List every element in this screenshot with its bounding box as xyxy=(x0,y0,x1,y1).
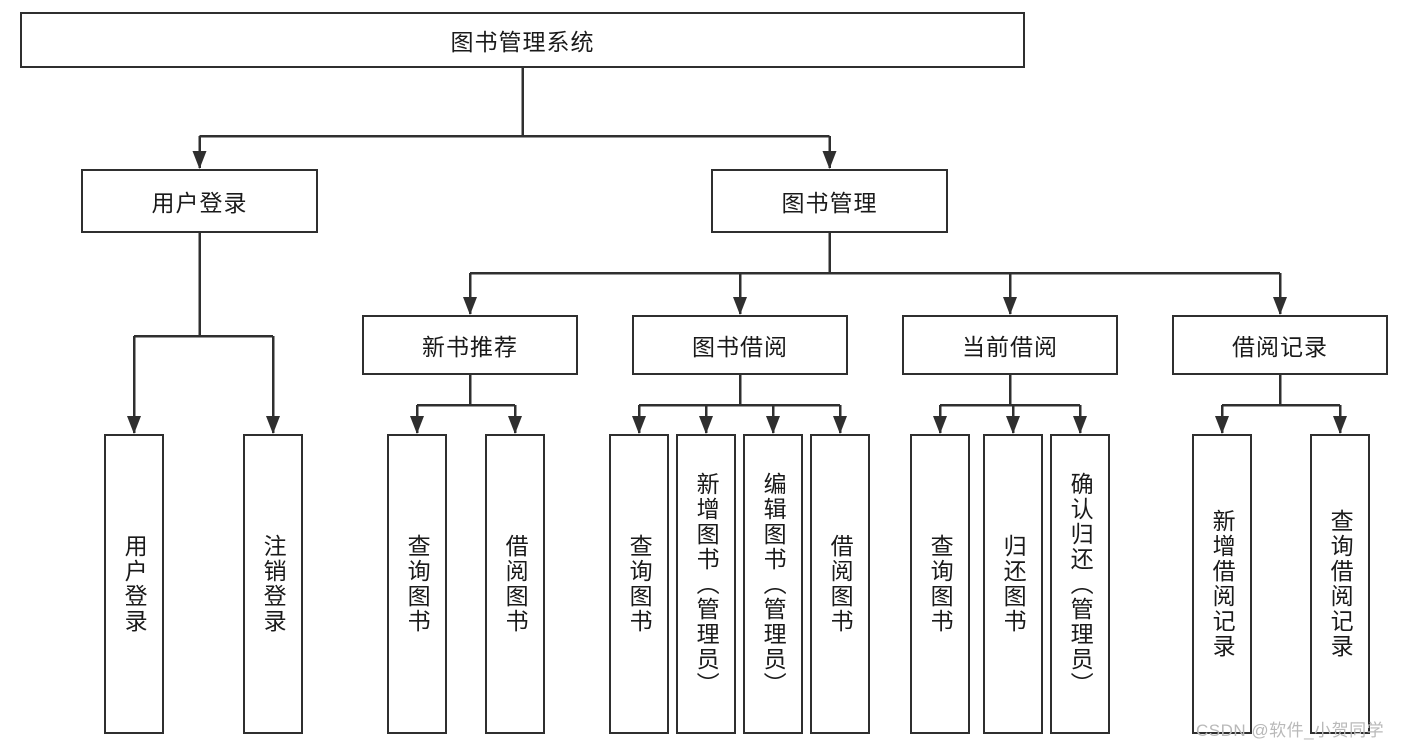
arrow-head xyxy=(266,416,280,434)
node-label: 用户登录 xyxy=(121,534,148,634)
node-label: 当前借阅 xyxy=(962,334,1058,360)
arrow-head xyxy=(699,416,713,434)
node-label: 借阅记录 xyxy=(1232,334,1328,360)
node-label: 新书推荐 xyxy=(422,334,518,360)
node-borrow-record[interactable]: 借阅记录 xyxy=(1172,315,1388,375)
node-leaf-bb-query[interactable]: 查询图书 xyxy=(609,434,669,734)
node-leaf-user-logout[interactable]: 注销登录 xyxy=(243,434,303,734)
node-label: 查询借阅记录 xyxy=(1327,509,1354,659)
node-label: 用户登录 xyxy=(151,190,248,216)
node-user-login[interactable]: 用户登录 xyxy=(81,169,318,233)
node-leaf-cb-confirm[interactable]: 确认归还（管理员） xyxy=(1050,434,1110,734)
node-label: 查询图书 xyxy=(404,534,431,634)
arrow-head xyxy=(632,416,646,434)
node-leaf-cb-query[interactable]: 查询图书 xyxy=(910,434,970,734)
node-label: 查询图书 xyxy=(626,534,653,634)
node-label: 图书管理系统 xyxy=(450,29,595,55)
node-leaf-cb-return[interactable]: 归还图书 xyxy=(983,434,1043,734)
node-book-manage[interactable]: 图书管理 xyxy=(711,169,948,233)
node-current-borrow[interactable]: 当前借阅 xyxy=(902,315,1118,375)
node-leaf-user-login[interactable]: 用户登录 xyxy=(104,434,164,734)
arrow-head xyxy=(766,416,780,434)
node-label: 注销登录 xyxy=(260,534,287,634)
arrow-head xyxy=(1006,416,1020,434)
arrow-head xyxy=(733,297,747,315)
node-label: 归还图书 xyxy=(1000,534,1027,634)
arrow-head xyxy=(410,416,424,434)
node-leaf-bb-add[interactable]: 新增图书（管理员） xyxy=(676,434,736,734)
arrow-head xyxy=(1273,297,1287,315)
node-label: 编辑图书（管理员） xyxy=(760,471,787,697)
node-label: 图书管理 xyxy=(781,190,878,216)
arrow-head xyxy=(127,416,141,434)
arrow-head xyxy=(463,297,477,315)
arrow-head xyxy=(1073,416,1087,434)
node-leaf-rec-query[interactable]: 查询图书 xyxy=(387,434,447,734)
arrow-head xyxy=(1003,297,1017,315)
node-leaf-rec-borrow[interactable]: 借阅图书 xyxy=(485,434,545,734)
arrow-head xyxy=(822,151,837,169)
node-leaf-br-add[interactable]: 新增借阅记录 xyxy=(1192,434,1252,734)
node-label: 查询图书 xyxy=(927,534,954,634)
node-leaf-bb-edit[interactable]: 编辑图书（管理员） xyxy=(743,434,803,734)
arrow-head xyxy=(1215,416,1229,434)
node-label: 图书借阅 xyxy=(692,334,788,360)
node-leaf-br-query[interactable]: 查询借阅记录 xyxy=(1310,434,1370,734)
arrow-head xyxy=(192,151,207,169)
node-new-book-rec[interactable]: 新书推荐 xyxy=(362,315,578,375)
arrow-head xyxy=(833,416,847,434)
node-label: 借阅图书 xyxy=(502,534,529,634)
node-label: 确认归还（管理员） xyxy=(1067,471,1094,697)
arrow-head xyxy=(933,416,947,434)
node-root[interactable]: 图书管理系统 xyxy=(20,12,1025,68)
node-leaf-bb-borrow[interactable]: 借阅图书 xyxy=(810,434,870,734)
arrow-head xyxy=(1333,416,1347,434)
node-book-borrow[interactable]: 图书借阅 xyxy=(632,315,848,375)
node-label: 新增图书（管理员） xyxy=(693,471,720,697)
arrow-head xyxy=(508,416,522,434)
node-label: 新增借阅记录 xyxy=(1209,509,1236,659)
node-label: 借阅图书 xyxy=(827,534,854,634)
